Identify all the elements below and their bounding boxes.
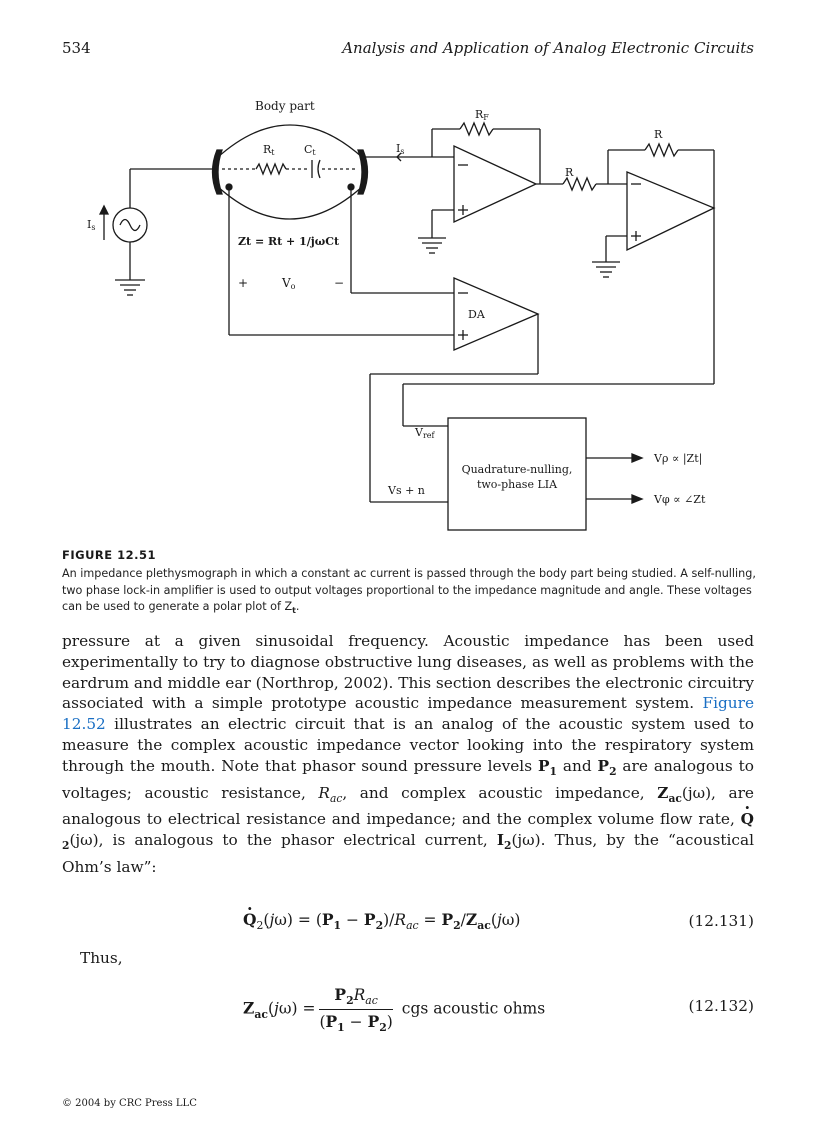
opamp2 xyxy=(626,171,716,252)
running-header-title: Analysis and Application of Analog Elect… xyxy=(342,39,754,57)
figure-link[interactable]: Figure 12.52 xyxy=(62,694,754,734)
svg-text:R: R xyxy=(565,166,574,179)
svg-text:Is: Is xyxy=(87,218,95,232)
svg-text:Ct: Ct xyxy=(304,143,316,157)
svg-text:Vs + n: Vs + n xyxy=(387,484,425,497)
svg-text:RF: RF xyxy=(475,108,489,122)
svg-text:Quadrature-nulling,: Quadrature-nulling, xyxy=(462,463,573,476)
circuit-diagram: Body part Rt Ct Is Zt = Rt + 1/jωCt + Vo… xyxy=(87,99,716,531)
body-part-outline xyxy=(216,124,364,159)
svg-text:Vφ ∝ ∠Zt: Vφ ∝ ∠Zt xyxy=(653,493,706,506)
svg-text:Vρ ∝ |Zt|: Vρ ∝ |Zt| xyxy=(653,452,702,466)
capacitor-ct-plate2 xyxy=(317,159,321,179)
diff-amp xyxy=(453,277,540,351)
body-paragraph: pressure at a given sinusoidal frequency… xyxy=(62,631,754,878)
svg-text:DA: DA xyxy=(468,308,486,321)
opamp1 xyxy=(453,144,538,224)
svg-text:−: − xyxy=(334,276,344,290)
resistor-r-in xyxy=(562,176,597,192)
svg-text:Is: Is xyxy=(396,142,404,156)
equation-12-132: Zac(jω) =P2Rac(P1 − P2) cgs acoustic ohm… xyxy=(243,985,546,1035)
lia-box xyxy=(447,417,587,531)
svg-text:Vref: Vref xyxy=(414,426,436,440)
right-electrode xyxy=(357,149,369,195)
svg-text:Rt: Rt xyxy=(263,143,275,157)
svg-text:two-phase LIA: two-phase LIA xyxy=(477,478,558,491)
figure-caption: An impedance plethysmograph in which a c… xyxy=(62,567,756,616)
copyright-footer: © 2004 by CRC Press LLC xyxy=(62,1098,197,1109)
resistor-rt xyxy=(255,162,287,176)
body-part-label: Body part xyxy=(255,99,315,113)
equation-number-131: (12.131) xyxy=(688,912,754,930)
svg-text:Vo: Vo xyxy=(281,276,296,291)
svg-text:+: + xyxy=(238,276,248,290)
body-part-outline-bottom xyxy=(216,185,364,220)
resistor-rf xyxy=(459,121,494,137)
figure-label: FIGURE 12.51 xyxy=(62,548,157,562)
svg-text:Zt = Rt + 1/jωCt: Zt = Rt + 1/jωCt xyxy=(238,235,340,248)
resistor-r-feedback xyxy=(644,142,679,158)
svg-text:R: R xyxy=(654,128,663,141)
thus-text: Thus, xyxy=(80,949,123,967)
left-electrode xyxy=(211,149,223,195)
equation-number-132: (12.132) xyxy=(688,997,754,1015)
equation-12-131: Q2(jω) = (P1 − P2)/Rac = P2/Zac(jω) xyxy=(243,910,520,932)
page-number: 534 xyxy=(62,39,91,57)
